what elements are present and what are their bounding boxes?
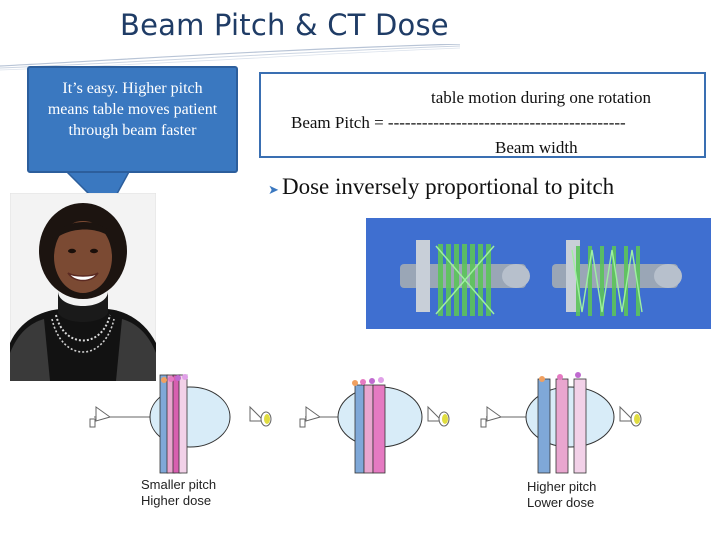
formula-box: table motion during one rotation Beam Pi… bbox=[259, 72, 706, 158]
formula-denominator: Beam width bbox=[495, 138, 578, 157]
ct-scanner-image bbox=[366, 218, 711, 329]
speech-callout: It’s easy. Higher pitch means table move… bbox=[27, 66, 238, 173]
patient-figure-1 bbox=[89, 374, 272, 474]
caption-right-line1: Higher pitch bbox=[527, 479, 597, 494]
patient-figure-2 bbox=[299, 377, 450, 474]
presenter-photo bbox=[10, 193, 156, 381]
slide-title: Beam Pitch & CT Dose bbox=[120, 8, 449, 42]
formula-lhs: Beam Pitch = ---------------------------… bbox=[291, 113, 626, 132]
formula-numerator: table motion during one rotation bbox=[431, 88, 652, 107]
pitch-diagram bbox=[89, 372, 642, 474]
bullet-text: Dose inversely proportional to pitch bbox=[282, 174, 615, 199]
caption-right: Higher pitch Lower dose bbox=[527, 479, 596, 511]
caption-right-line2: Lower dose bbox=[527, 495, 595, 510]
patient-figure-3 bbox=[480, 372, 642, 474]
caption-left-line1: Smaller pitch bbox=[141, 477, 217, 492]
caption-left-line2: Higher dose bbox=[141, 493, 212, 508]
caption-left: Smaller pitch Higher dose bbox=[141, 477, 216, 509]
bullet-arrow-icon: ➤ bbox=[268, 182, 279, 197]
